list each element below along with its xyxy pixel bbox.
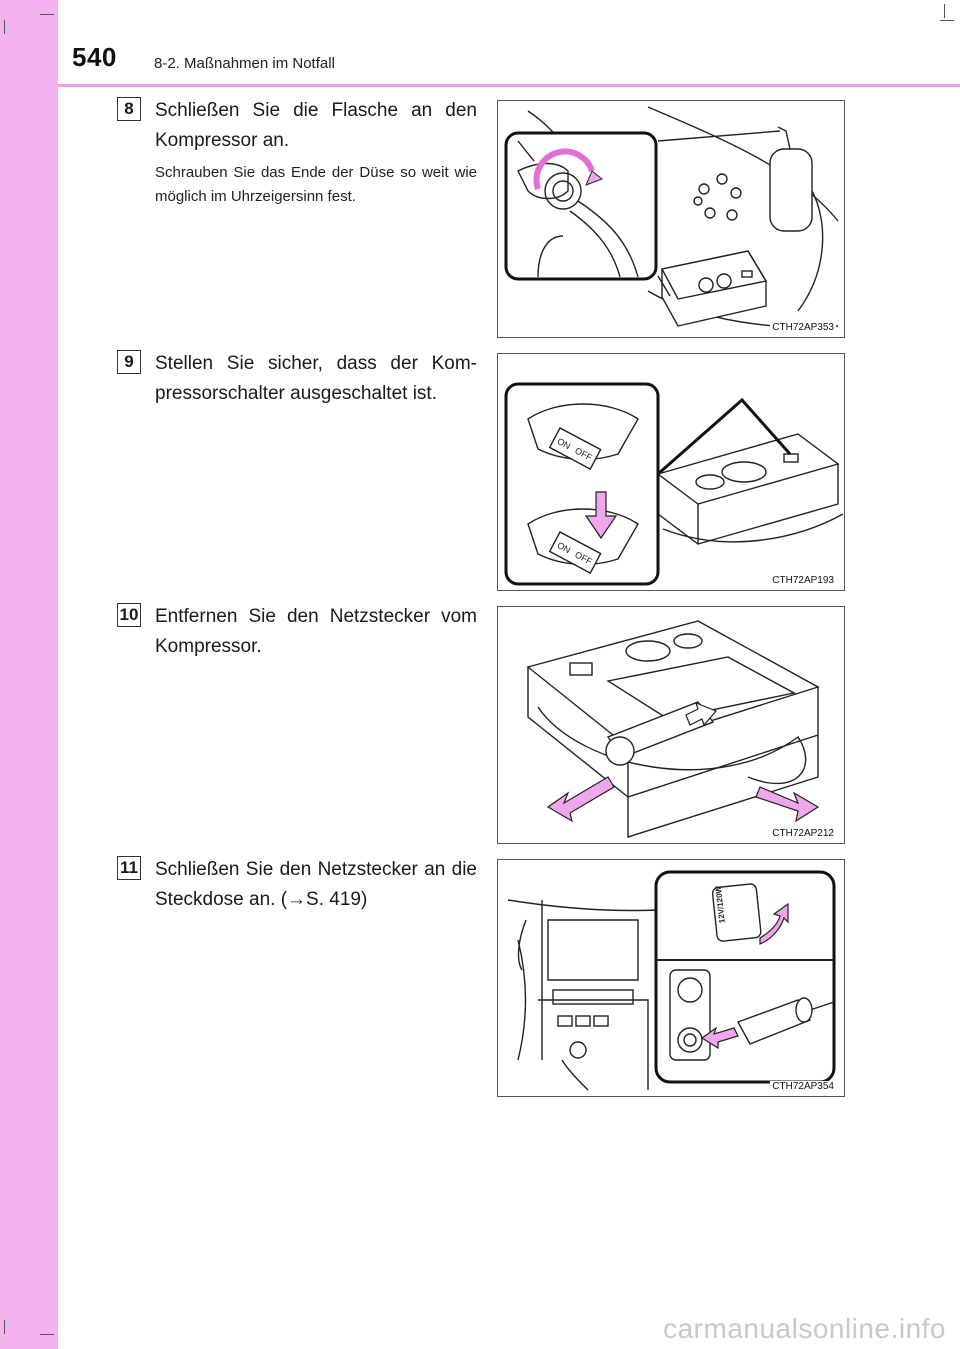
socket-cap-label: 12V/120W — [714, 885, 727, 924]
crop-mark — [940, 20, 954, 21]
step-number: 9 — [117, 350, 141, 374]
illustration-switch-off: ON OFF ON OFF — [504, 382, 844, 586]
crop-mark — [40, 1334, 54, 1335]
figure-code: CTH72AP193 — [770, 575, 836, 586]
figure-unplug-compressor: CTH72AP212 — [497, 606, 845, 844]
step-note: Schrauben Sie das Ende der Düse so weit … — [155, 164, 477, 205]
step-number: 11 — [117, 856, 141, 880]
step-number: 8 — [117, 97, 141, 121]
chapter-title: 8-2. Maßnahmen im Notfall — [154, 55, 335, 72]
illustration-unplug — [526, 620, 820, 838]
step-number: 10 — [117, 603, 141, 627]
crop-mark — [4, 20, 5, 34]
figure-code: CTH72AP212 — [770, 828, 836, 839]
step-instruction: Stellen Sie sicher, dass der Kom-pressor… — [155, 353, 477, 404]
figure-code: CTH72AP354 — [770, 1081, 836, 1092]
illustration-plug-in: 12V/120W — [507, 870, 836, 1091]
crop-mark — [944, 4, 945, 18]
crop-mark — [40, 14, 54, 15]
step-11: 11 Schließen Sie den Netzstecker an die … — [117, 856, 477, 1006]
step-instruction: Entfernen Sie den Netzstecker vom Kompre… — [155, 606, 477, 657]
figure-bottle-to-compressor: CTH72AP353 — [497, 100, 845, 338]
figure-code: CTH72AP353 — [770, 322, 836, 333]
step-8: 8 Schließen Sie die Flasche an den Kompr… — [117, 97, 477, 297]
step-10: 10 Entfernen Sie den Netzstecker vom Kom… — [117, 603, 477, 753]
crop-mark — [4, 1320, 5, 1334]
watermark: carmanualsonline.info — [663, 1313, 946, 1344]
step-9: 9 Stellen Sie sicher, dass der Kom-press… — [117, 350, 477, 500]
side-tab-strip — [0, 0, 58, 1349]
step-instruction: Schließen Sie die Flasche an den Kompres… — [155, 100, 477, 151]
figure-plug-into-socket: 12V/120W CTH72AP354 — [497, 859, 845, 1097]
figure-switch-off: ON OFF ON OFF CTH72AP193 — [497, 353, 845, 591]
page-number: 540 — [72, 42, 117, 72]
header-rule — [58, 84, 960, 87]
illustration-connect-bottle — [504, 106, 839, 328]
step-instruction: Schließen Sie den Netzstecker an die Ste… — [155, 859, 477, 910]
